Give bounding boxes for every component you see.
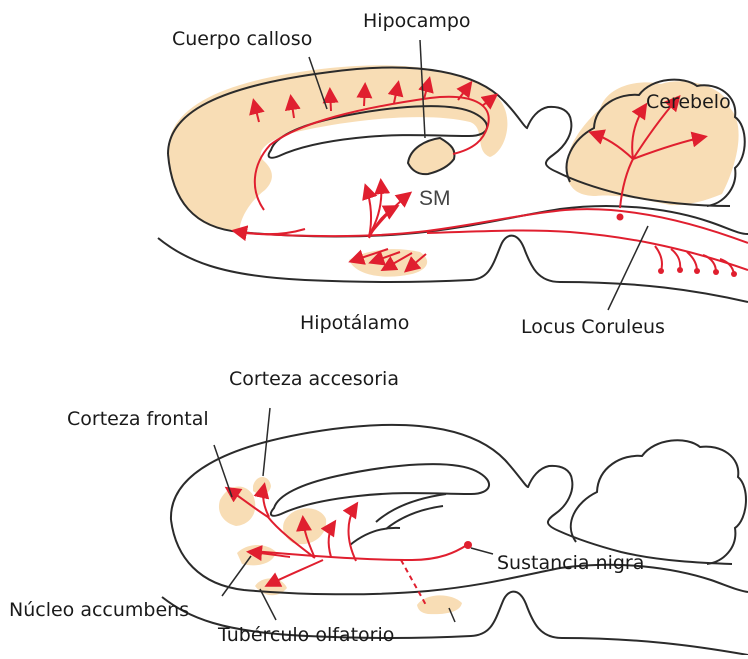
bottom-lower-ventricle-outline (350, 528, 400, 545)
top-caudal-node-5 (731, 271, 737, 277)
top-lower-pathway (427, 230, 748, 270)
label-frontal-cortex: Corteza frontal (67, 410, 209, 429)
bottom-frontal-leader (214, 445, 232, 497)
top-cortex-fill (168, 65, 507, 232)
label-cerebellum: Cerebelo (646, 93, 731, 112)
label-olfactory-tubercle: Tubérculo olfatorio (218, 626, 394, 645)
bottom-olfactory-arrow (268, 560, 323, 585)
bottom-midbrain-arrow (349, 505, 357, 561)
label-hypothalamus: Hipotálamo (300, 314, 409, 333)
bottom-brain-panel (162, 408, 748, 655)
label-hippocampus: Hipocampo (363, 12, 471, 31)
label-septal-marker: SM (419, 188, 451, 209)
label-accessory-cortex: Corteza accesoria (229, 370, 399, 389)
bottom-nigra-region-fill (417, 595, 462, 614)
bottom-short-arrow (329, 523, 334, 557)
top-locus-node (617, 214, 624, 221)
label-corpus-callosum: Cuerpo calloso (172, 30, 312, 49)
label-nucleus-accumbens: Núcleo accumbens (9, 601, 189, 620)
top-central-pathway (244, 209, 748, 243)
top-caudal-node-3 (694, 268, 700, 274)
bottom-dashed-branch (401, 560, 427, 607)
bottom-main-pathway (253, 545, 467, 560)
top-caudal-node-1 (658, 268, 664, 274)
label-substantia-nigra: Sustancia nigra (497, 554, 644, 573)
bottom-ventricle-outline (271, 464, 489, 516)
top-brain-panel (158, 40, 748, 310)
top-cortex-arrow-4 (364, 86, 365, 106)
bottom-nigra-leader (471, 548, 493, 554)
bottom-accessory-region-fill (253, 477, 271, 494)
top-caudal-node-4 (713, 269, 719, 275)
bottom-frontal-region-fill (219, 487, 255, 526)
top-septal-fan-arrow-a (366, 187, 371, 237)
top-caudal-node-2 (677, 267, 683, 273)
bottom-nigra-node (464, 541, 472, 549)
bottom-hippocampal-outline (376, 494, 446, 529)
top-cortex-arrow-3 (330, 91, 331, 111)
label-locus-coeruleus: Locus Coruleus (521, 318, 665, 337)
